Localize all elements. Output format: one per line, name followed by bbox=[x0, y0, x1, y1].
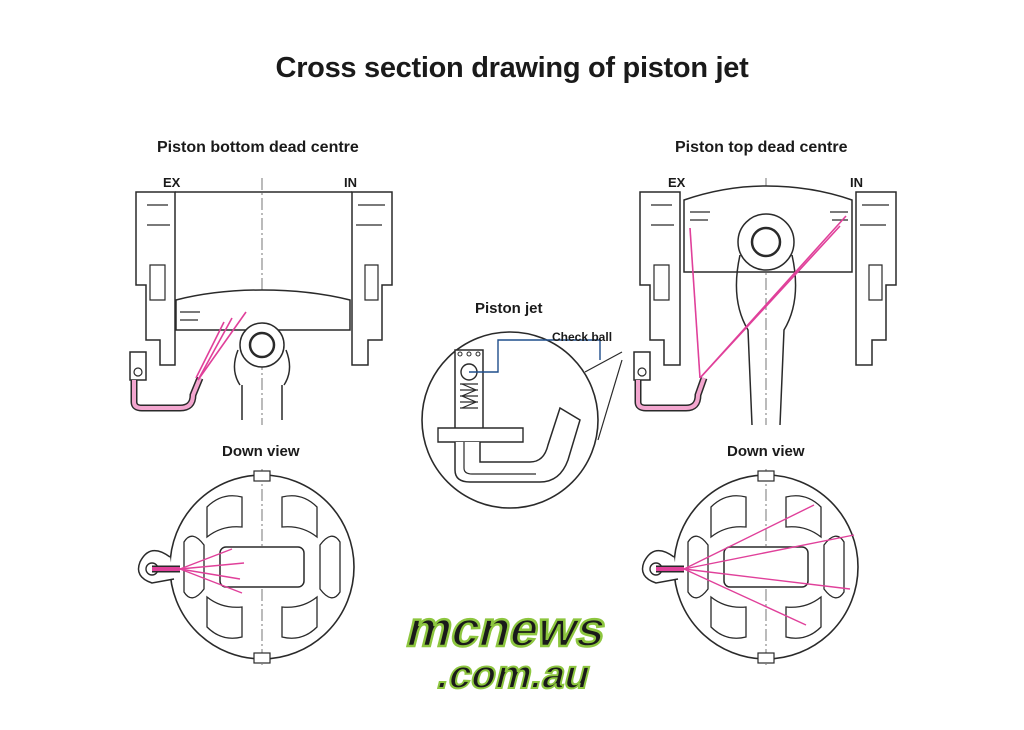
bdc-oil-jet-lines bbox=[195, 311, 247, 381]
tdc-heading: Piston top dead centre bbox=[675, 139, 848, 156]
bdc-down-view-heading: Down view bbox=[222, 443, 300, 460]
check-ball-label: Check ball bbox=[552, 330, 613, 344]
tdc-down-view bbox=[643, 469, 859, 665]
logo-line-2: .com.au bbox=[433, 652, 595, 697]
bdc-down-view bbox=[139, 469, 355, 665]
tdc-cross-section bbox=[633, 178, 897, 426]
tdc-down-view-heading: Down view bbox=[727, 443, 805, 460]
mcnews-logo: mcnews .com.au bbox=[400, 599, 614, 697]
page-title: Cross section drawing of piston jet bbox=[275, 52, 749, 84]
logo-line-1: mcnews bbox=[401, 601, 612, 657]
piston-jet-heading: Piston jet bbox=[475, 300, 543, 317]
tdc-ex-label: EX bbox=[668, 175, 686, 190]
bdc-ex-label: EX bbox=[163, 175, 181, 190]
tdc-in-label: IN bbox=[850, 175, 863, 190]
piston-jet-detail bbox=[421, 331, 623, 509]
bdc-heading: Piston bottom dead centre bbox=[157, 139, 359, 156]
bdc-in-label: IN bbox=[344, 175, 357, 190]
bdc-cross-section bbox=[130, 178, 392, 425]
tdc-oil-jet-lines bbox=[689, 215, 847, 379]
